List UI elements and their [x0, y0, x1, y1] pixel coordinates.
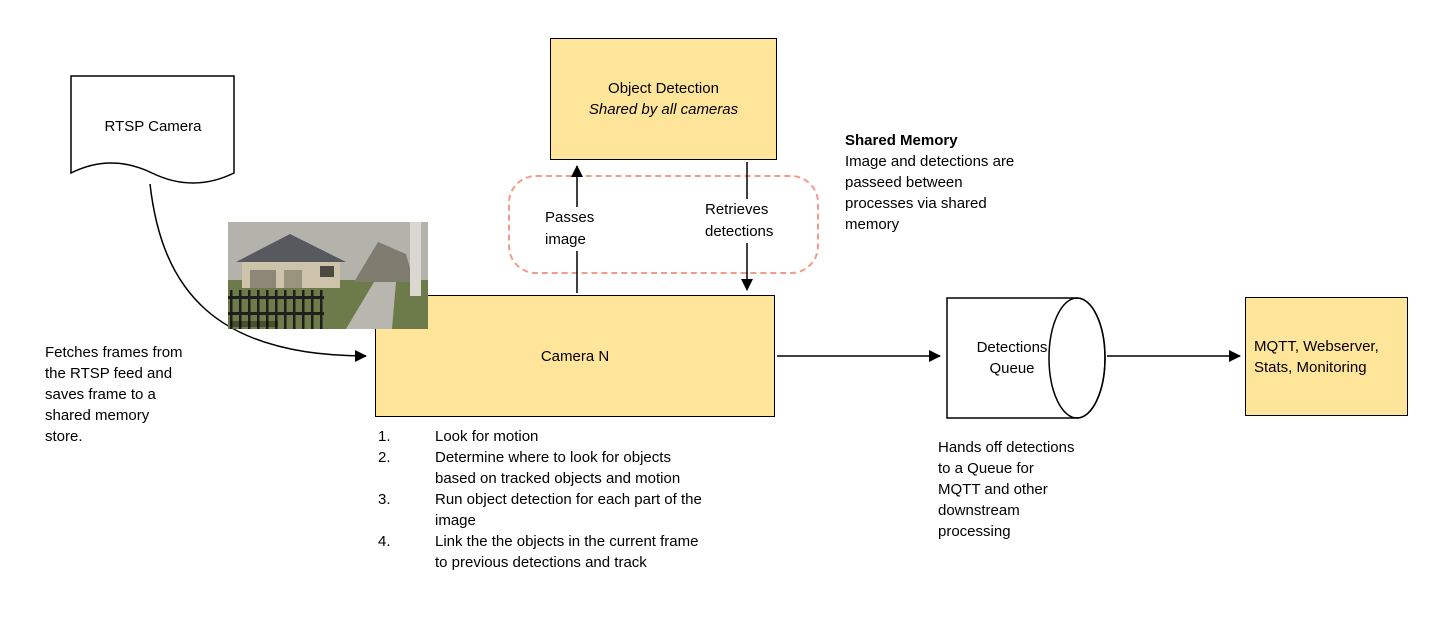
rtsp-camera-label: RTSP Camera	[104, 118, 202, 135]
shared-memory-note: Shared Memory Image and detections are p…	[845, 130, 1060, 235]
object-detection-subtitle: Shared by all cameras	[588, 101, 739, 118]
camera-step: 4. Link the the objects in the current f…	[378, 531, 818, 573]
retrieves-detections-label: Retrieves detections	[702, 199, 777, 243]
object-detection-title: Object Detection	[608, 80, 719, 97]
fetch-frames-note: Fetches frames from the RTSP feed and sa…	[45, 344, 183, 445]
photo-door	[284, 270, 302, 288]
camera-snapshot-image	[228, 222, 428, 329]
camera-n-label: Camera N	[540, 347, 610, 365]
camera-n-node: Camera N	[375, 295, 775, 417]
photo-timestamp-strip	[230, 321, 278, 327]
step-text: Determine where to look for objects base…	[435, 449, 681, 487]
camera-n-steps-list: 1. Look for motion 2. Determine where to…	[378, 426, 818, 573]
step-text: Look for motion	[435, 428, 539, 445]
step-text: Link the the objects in the current fram…	[435, 533, 699, 571]
object-detection-node: Object Detection Shared by all cameras	[550, 38, 777, 160]
shared-memory-note-body: Image and detections are passeed between…	[845, 153, 1015, 233]
step-number: 1.	[378, 428, 391, 445]
photo-porch-pillar	[410, 222, 421, 296]
shared-memory-region	[508, 175, 819, 274]
rtsp-camera-document-shape	[70, 75, 235, 184]
passes-image-label: Passes image	[542, 207, 598, 251]
camera-step: 2. Determine where to look for objects b…	[378, 447, 818, 489]
detections-queue-cylinder	[946, 297, 1106, 419]
step-text: Run object detection for each part of th…	[435, 491, 702, 529]
photo-distant-house	[354, 242, 414, 282]
camera-step: 3. Run object detection for each part of…	[378, 489, 818, 531]
document-shape-outline	[70, 75, 235, 184]
cylinder-end-cap	[1048, 297, 1106, 419]
step-number: 3.	[378, 491, 391, 508]
shared-memory-note-title: Shared Memory	[845, 132, 958, 149]
photo-garage-door	[250, 270, 276, 288]
photo-window	[320, 266, 334, 277]
detections-queue-label: Detections Queue	[976, 339, 1048, 377]
outputs-label: MQTT, Webserver, Stats, Monitoring	[1254, 337, 1379, 376]
step-number: 2.	[378, 449, 391, 466]
outputs-node: MQTT, Webserver, Stats, Monitoring	[1245, 297, 1408, 416]
queue-handoff-note: Hands off detections to a Queue for MQTT…	[938, 439, 1075, 540]
camera-step: 1. Look for motion	[378, 426, 818, 447]
step-number: 4.	[378, 533, 391, 550]
